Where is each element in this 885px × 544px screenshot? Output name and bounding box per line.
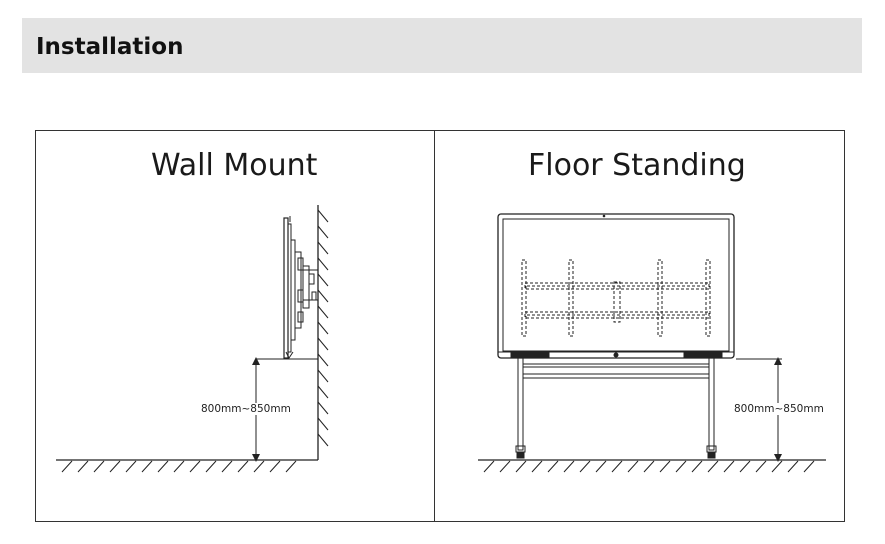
hatch-mark <box>77 460 89 473</box>
section-header: Installation <box>22 18 862 73</box>
hatch-mark <box>317 257 329 271</box>
hatch-mark <box>317 225 329 239</box>
hatch-mark <box>723 460 735 473</box>
hatch-mark <box>157 460 169 473</box>
hatch-mark <box>317 353 329 367</box>
hatch-mark <box>237 460 249 473</box>
hatch-mark <box>317 305 329 319</box>
hatch-mark <box>141 460 153 473</box>
hatch-mark <box>317 433 329 447</box>
hatch-mark <box>531 460 543 473</box>
hatch-mark <box>739 460 751 473</box>
hatch-mark <box>691 460 703 473</box>
hatch-mark <box>707 460 719 473</box>
hatch-mark <box>61 460 73 473</box>
wall-floor-hatching <box>61 460 297 473</box>
wall-display-profile <box>283 216 318 359</box>
hatch-mark <box>317 417 329 431</box>
wall-mount-title: Wall Mount <box>151 148 318 183</box>
hatch-mark <box>317 401 329 415</box>
hatch-mark <box>285 460 297 473</box>
hatch-mark <box>221 460 233 473</box>
hatch-mark <box>611 460 623 473</box>
hatch-mark <box>755 460 767 473</box>
hatch-mark <box>675 460 687 473</box>
hatch-mark <box>205 460 217 473</box>
hatch-mark <box>547 460 559 473</box>
hatch-mark <box>173 460 185 473</box>
hatch-mark <box>627 460 639 473</box>
hatch-mark <box>563 460 575 473</box>
hatch-mark <box>189 460 201 473</box>
hatch-mark <box>269 460 281 473</box>
wall-hatching <box>317 209 329 447</box>
hatch-mark <box>579 460 591 473</box>
hatch-mark <box>317 289 329 303</box>
hatch-mark <box>499 460 511 473</box>
hatch-mark <box>317 369 329 383</box>
hatch-mark <box>659 460 671 473</box>
floor-stand <box>515 357 717 459</box>
floor-hatching <box>483 460 815 473</box>
hatch-mark <box>643 460 655 473</box>
floor-standing-title: Floor Standing <box>528 148 746 183</box>
hatch-mark <box>317 337 329 351</box>
floor-standing-drawing <box>478 213 826 473</box>
hatch-mark <box>771 460 783 473</box>
hatch-mark <box>317 209 329 223</box>
hatch-mark <box>317 385 329 399</box>
wall-mount-drawing <box>56 205 329 473</box>
hatch-mark <box>483 460 495 473</box>
hatch-mark <box>515 460 527 473</box>
hatch-mark <box>317 241 329 255</box>
hatch-mark <box>803 460 815 473</box>
diagram-frame <box>35 130 845 522</box>
floor-display-front <box>497 213 735 359</box>
hatch-mark <box>125 460 137 473</box>
hatch-mark <box>787 460 799 473</box>
wall-height-dimension-label: 800mm~850mm <box>200 403 292 415</box>
floor-height-dimension-label: 800mm~850mm <box>733 403 825 415</box>
floor-mount-bracket-dashed <box>521 259 711 337</box>
hatch-mark <box>253 460 265 473</box>
hatch-mark <box>93 460 105 473</box>
hatch-mark <box>109 460 121 473</box>
section-title: Installation <box>36 34 184 60</box>
hatch-mark <box>595 460 607 473</box>
hatch-mark <box>317 321 329 335</box>
panel-divider <box>434 130 435 522</box>
hatch-mark <box>317 273 329 287</box>
